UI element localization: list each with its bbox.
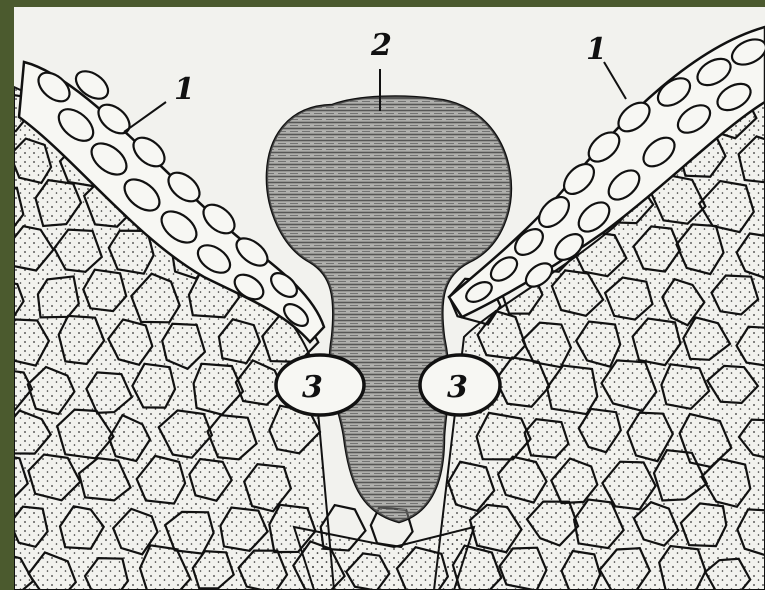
- figure-paper: 2 1 1 3 3: [14, 7, 765, 590]
- label-3-right: 3: [447, 370, 468, 405]
- leader-line-left-1: [124, 102, 166, 132]
- label-1-left: 1: [174, 72, 195, 107]
- leader-line-right-1: [604, 62, 626, 99]
- cross-section-drawing: 2 1 1 3 3: [14, 7, 765, 590]
- label-2: 2: [370, 28, 392, 63]
- label-3-left: 3: [302, 370, 323, 405]
- label-1-right: 1: [586, 32, 607, 67]
